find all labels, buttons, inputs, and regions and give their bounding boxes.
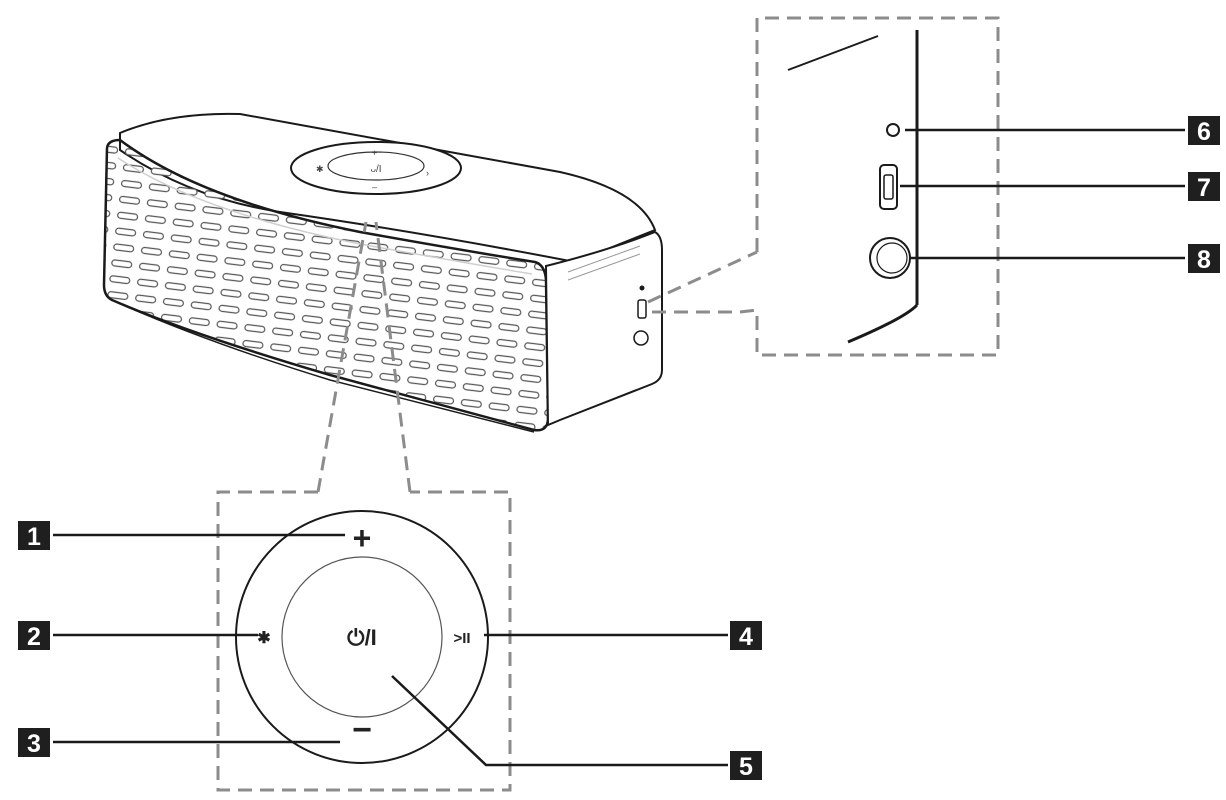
svg-text:4: 4 (739, 623, 753, 651)
speaker-top-dial: ᴗ/I ✱ › + – (290, 141, 462, 195)
volume-up-button[interactable]: + (353, 520, 372, 556)
side-small-port (639, 285, 645, 291)
side-port-detail (787, 30, 919, 344)
svg-text:✱: ✱ (316, 164, 324, 174)
callout-6: 6 (1188, 116, 1220, 146)
callout-1: 1 (18, 521, 50, 551)
svg-text:1: 1 (27, 523, 41, 551)
play-pause-button[interactable]: >II (453, 630, 470, 647)
callout-8: 8 (1188, 244, 1220, 274)
callout-7: 7 (1188, 172, 1220, 202)
side-zoom-line-upper (647, 250, 758, 304)
svg-text:ᴗ/I: ᴗ/I (370, 164, 381, 175)
svg-text:2: 2 (27, 623, 41, 651)
callout-5: 5 (730, 751, 762, 781)
side-usb-port (637, 299, 647, 319)
svg-text:6: 6 (1197, 118, 1211, 146)
dial-inner-ring (281, 556, 443, 718)
speaker-side-panel (544, 230, 663, 427)
callout-2: 2 (18, 621, 50, 651)
svg-text:›: › (426, 168, 429, 178)
speaker-front-grille (102, 138, 550, 432)
svg-text:+: + (372, 148, 377, 158)
side-zoom-line-lower (652, 308, 758, 314)
callout-4: 4 (730, 621, 762, 651)
control-dial-detail: + ✱ − ⏻/I >II (235, 510, 489, 764)
zoom-line-left (316, 221, 368, 493)
volume-down-button[interactable]: − (352, 711, 372, 749)
power-button[interactable]: ⏻/I (347, 625, 377, 650)
mic-hole (886, 123, 900, 137)
bluetooth-button[interactable]: ✱ (257, 630, 270, 647)
callout-3: 3 (18, 728, 50, 758)
side-round-port (633, 330, 649, 346)
svg-text:3: 3 (27, 730, 41, 758)
zoom-line-right (374, 221, 412, 493)
svg-text:–: – (372, 182, 377, 192)
svg-text:7: 7 (1197, 174, 1211, 202)
svg-text:5: 5 (739, 753, 753, 781)
leader-lines (53, 128, 1185, 767)
svg-text:8: 8 (1197, 246, 1211, 274)
